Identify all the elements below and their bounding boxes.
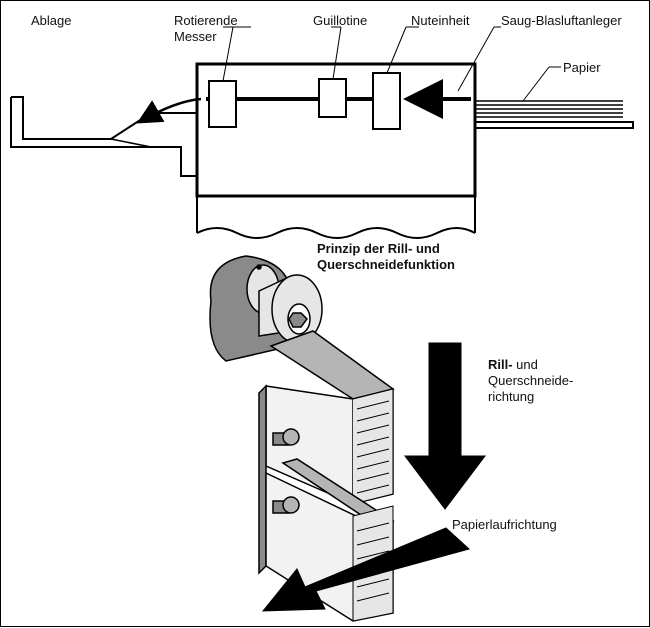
guillotine-unit <box>318 78 347 118</box>
ablage-tray-base <box>10 97 197 177</box>
block-texture-upper <box>352 388 394 505</box>
nuteinheit-unit <box>372 72 401 130</box>
paper-direction-arrow <box>261 527 471 612</box>
rill-direction-arrow <box>403 342 487 510</box>
label-guillotine: Guillotine <box>313 13 367 28</box>
ablage-tray <box>11 96 196 140</box>
screw-lower <box>272 496 300 514</box>
label-saug-blasluftanleger: Saug-Blasluftanleger <box>501 13 622 28</box>
schematic-top <box>10 26 634 239</box>
paper-stack <box>475 100 634 129</box>
screw-upper <box>272 428 300 446</box>
rotierende-messer-unit <box>208 80 237 128</box>
label-rill: Rill- und <box>488 357 538 372</box>
label-rotierende: Rotierende <box>174 13 238 28</box>
label-querschneide: Querschneide- <box>488 373 573 388</box>
label-papierlaufrichtung: Papierlaufrichtung <box>452 517 557 532</box>
label-nuteinheit: Nuteinheit <box>411 13 470 28</box>
caption-line-2: Querschneidefunktion <box>317 257 455 272</box>
label-richtung: richtung <box>488 389 534 404</box>
label-ablage: Ablage <box>31 13 71 28</box>
label-papier: Papier <box>563 60 601 75</box>
housing-break <box>196 227 476 239</box>
roller-hub <box>288 312 308 328</box>
caption-line-1: Prinzip der Rill- und <box>317 241 440 256</box>
label-messer: Messer <box>174 29 217 44</box>
